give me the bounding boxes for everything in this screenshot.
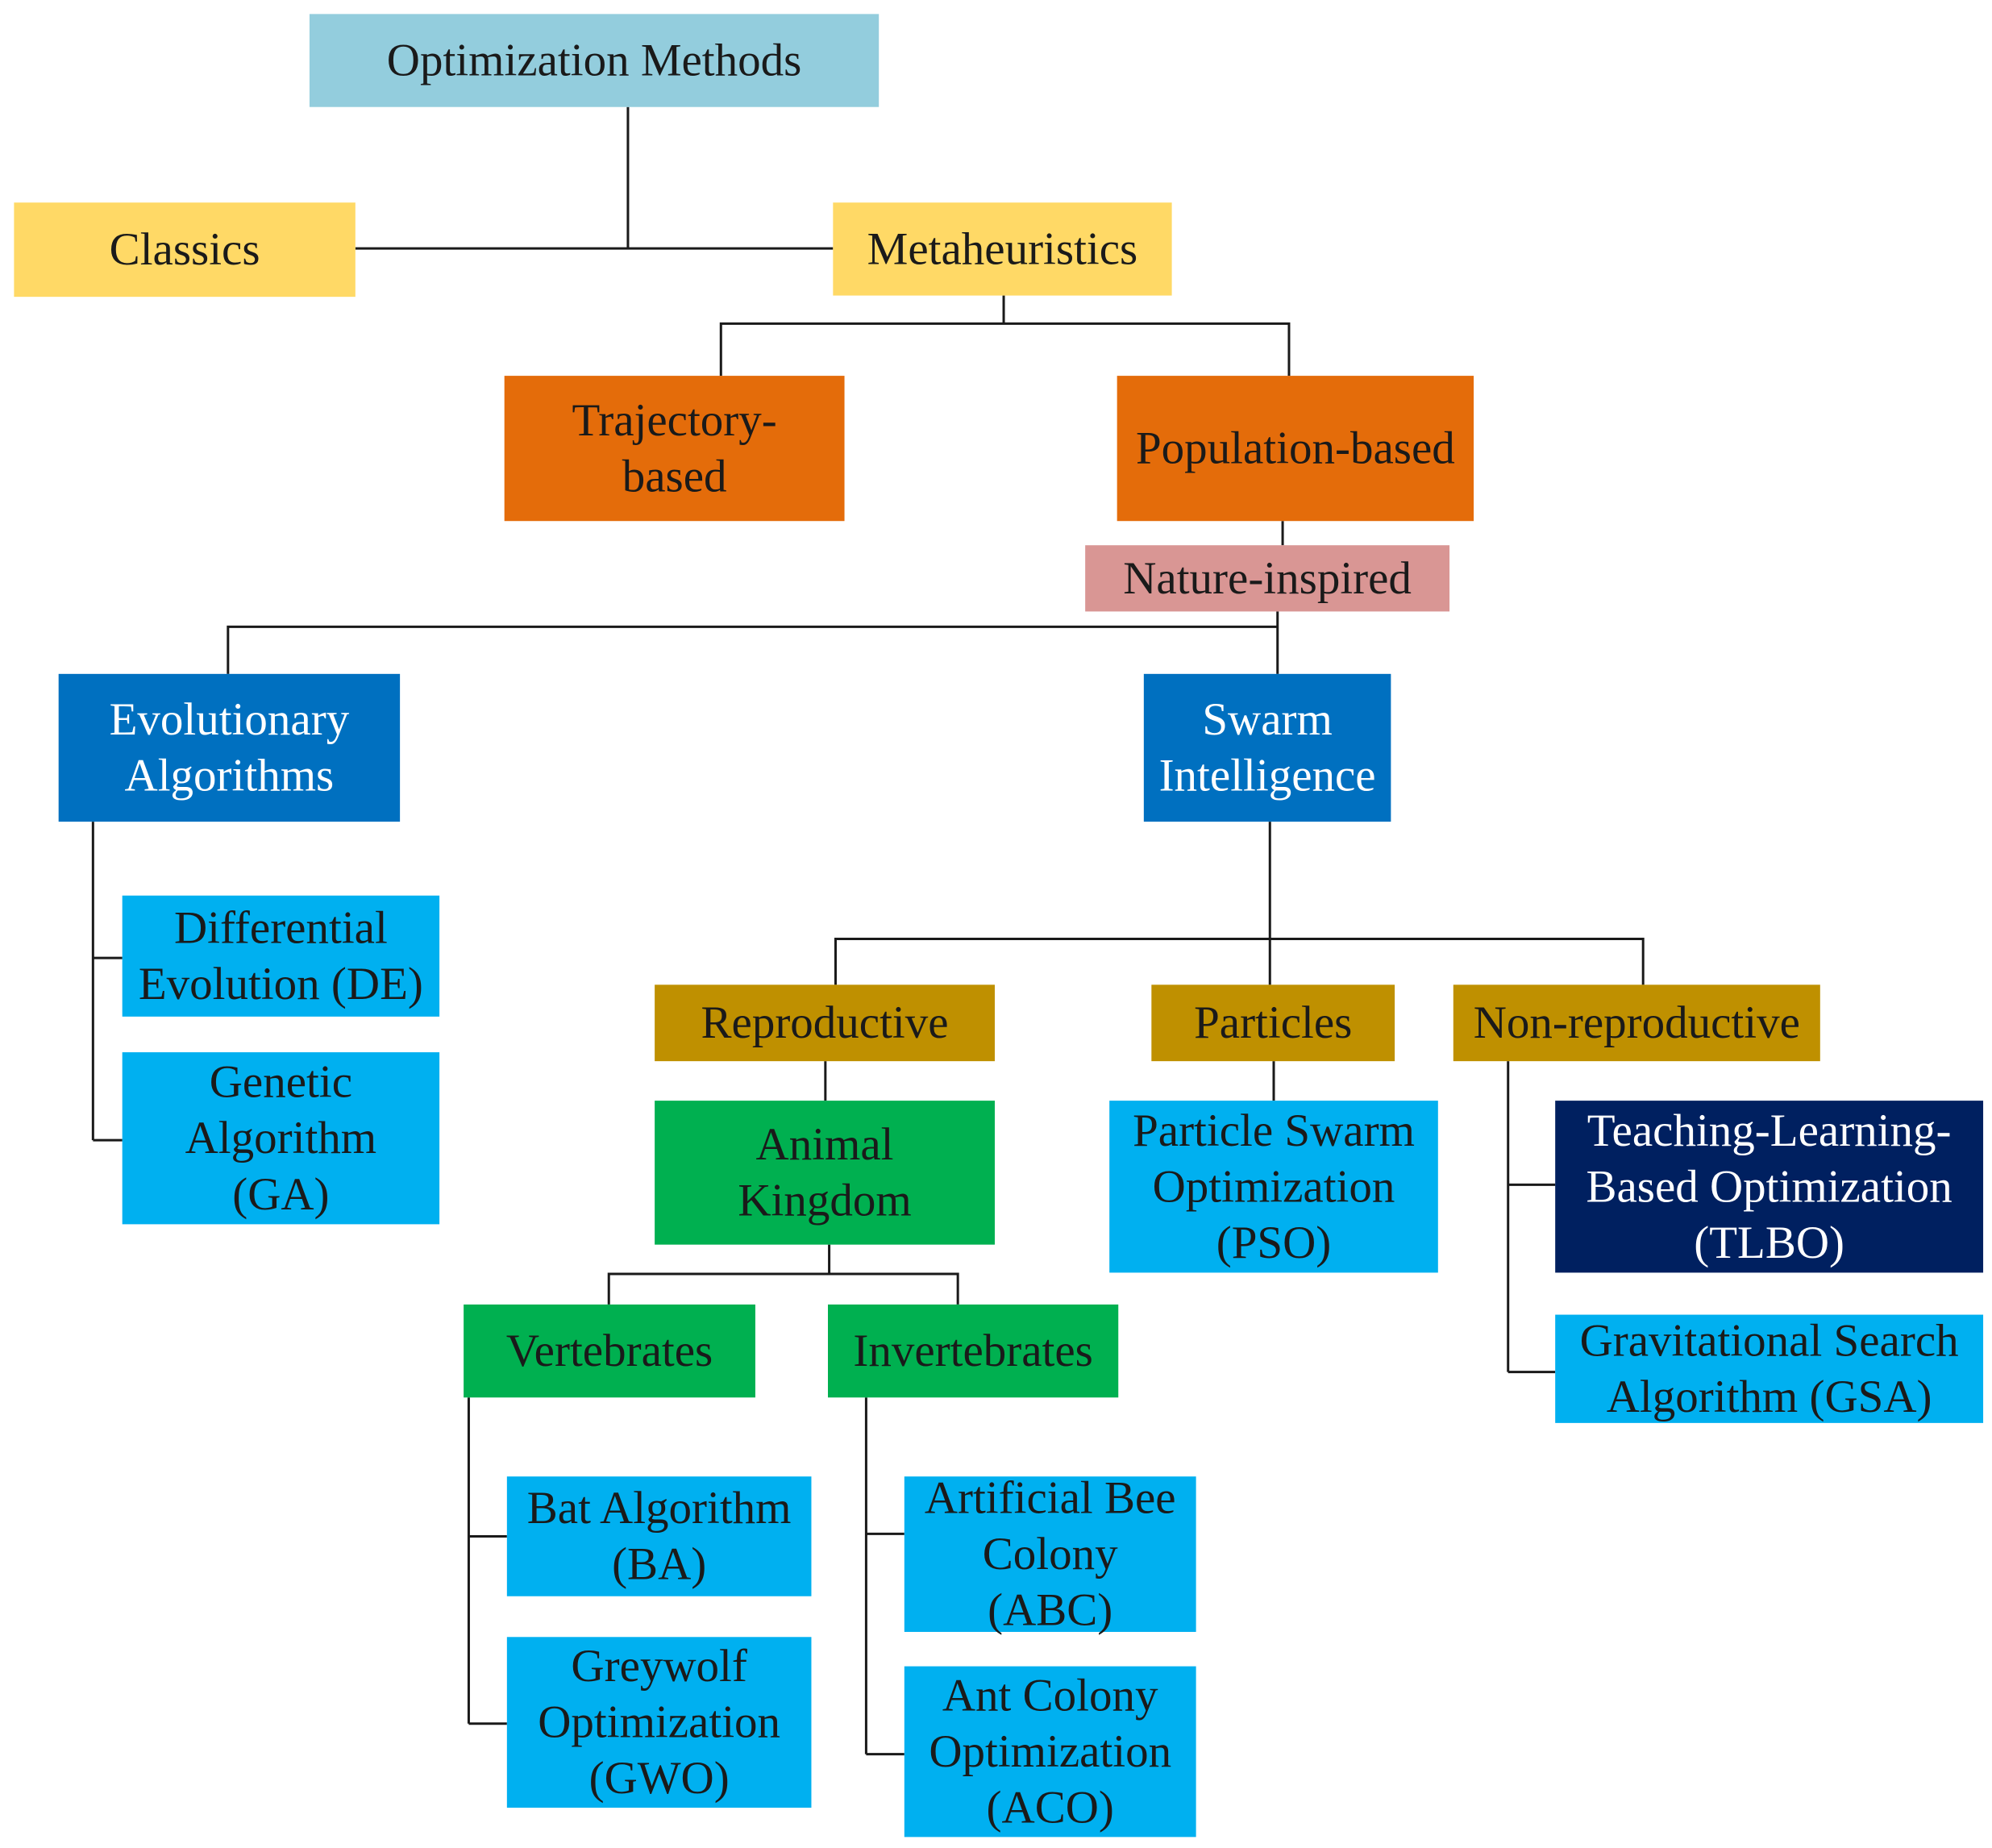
trajectory-based-box — [504, 376, 845, 522]
optimization-methods-label-line: Optimization Methods — [387, 35, 802, 86]
reproductive-node: Reproductive — [655, 984, 995, 1062]
reproductive-box — [655, 984, 995, 1062]
evolutionary-algorithms-label-line: Algorithms — [125, 751, 335, 801]
trajectory-based-node: Trajectory-based — [504, 376, 845, 522]
artificial-bee-colony-label-line: Artificial Bee — [925, 1473, 1176, 1524]
particles-box — [1151, 984, 1395, 1062]
connector-line — [227, 625, 1278, 674]
genetic-algorithm-label-line: (GA) — [232, 1169, 329, 1220]
differential-evolution-label-line: Evolution (DE) — [139, 959, 423, 1009]
particles-label-line: Particles — [1194, 997, 1352, 1048]
metaheuristics-node: Metaheuristics — [833, 202, 1172, 296]
greywolf-optimization-label-line: Optimization — [538, 1697, 780, 1748]
artificial-bee-colony-label-line: (ABC) — [988, 1585, 1112, 1636]
gravitational-search-algorithm-label-line: Algorithm (GSA) — [1607, 1371, 1932, 1422]
animal-kingdom-label-line: Kingdom — [738, 1176, 911, 1226]
bat-algorithm-label-line: Bat Algorithm — [527, 1483, 792, 1534]
trajectory-based-label-line: Trajectory- — [572, 395, 776, 446]
optimization-methods-box — [309, 14, 880, 107]
non-reproductive-box — [1453, 984, 1820, 1062]
greywolf-optimization-box — [506, 1637, 812, 1808]
particles-node: Particles — [1151, 984, 1395, 1062]
classics-label-line: Classics — [110, 224, 260, 275]
gravitational-search-algorithm-label-line: Gravitational Search — [1580, 1315, 1959, 1366]
connector-lines — [91, 106, 1645, 1756]
nature-inspired-node: Nature-inspired — [1085, 545, 1450, 612]
swarm-intelligence-label-line: Swarm — [1202, 694, 1332, 745]
nature-inspired-label-line: Nature-inspired — [1123, 553, 1412, 604]
connector-line — [607, 1272, 959, 1305]
vertebrates-node: Vertebrates — [464, 1304, 755, 1398]
classics-node: Classics — [14, 202, 356, 298]
genetic-algorithm-label-line: Algorithm — [185, 1113, 377, 1163]
artificial-bee-colony-box — [904, 1476, 1196, 1632]
population-based-node: Population-based — [1117, 376, 1474, 522]
genetic-algorithm-label-line: Genetic — [210, 1057, 352, 1108]
non-reproductive-label-line: Non-reproductive — [1474, 997, 1800, 1048]
greywolf-optimization-label-line: (GWO) — [589, 1753, 730, 1804]
metaheuristics-box — [833, 202, 1172, 296]
particle-swarm-optimization-label-line: (PSO) — [1216, 1217, 1332, 1268]
evolutionary-algorithms-label-line: Evolutionary — [110, 694, 350, 745]
animal-kingdom-label-line: Animal — [756, 1119, 894, 1170]
connector-line — [719, 322, 1291, 377]
ant-colony-optimization-label-line: (ACO) — [987, 1783, 1114, 1833]
teaching-learning-based-optimization-label-line: (TLBO) — [1694, 1217, 1844, 1268]
bat-algorithm-label-line: (BA) — [612, 1539, 706, 1590]
particle-swarm-optimization-label-line: Particle Swarm — [1133, 1105, 1415, 1156]
teaching-learning-based-optimization-box — [1555, 1101, 1984, 1273]
optimization-methods-node: Optimization Methods — [309, 14, 880, 107]
bat-algorithm-node: Bat Algorithm(BA) — [506, 1476, 812, 1596]
population-based-label-line: Population-based — [1136, 423, 1455, 474]
teaching-learning-based-optimization-label-line: Based Optimization — [1586, 1161, 1952, 1212]
population-based-box — [1117, 376, 1474, 522]
swarm-intelligence-label-line: Intelligence — [1159, 751, 1376, 801]
ant-colony-optimization-label-line: Optimization — [929, 1726, 1171, 1777]
classics-box — [14, 202, 356, 298]
animal-kingdom-box — [655, 1101, 995, 1245]
differential-evolution-box — [122, 895, 440, 1017]
bat-algorithm-box — [506, 1476, 812, 1596]
reproductive-label-line: Reproductive — [701, 997, 949, 1048]
genetic-algorithm-box — [122, 1052, 440, 1225]
metaheuristics-label-line: Metaheuristics — [867, 223, 1138, 274]
particle-swarm-optimization-label-line: Optimization — [1153, 1161, 1395, 1212]
greywolf-optimization-label-line: Greywolf — [571, 1641, 746, 1692]
gravitational-search-algorithm-box — [1555, 1314, 1984, 1423]
teaching-learning-based-optimization-label-line: Teaching-Learning- — [1587, 1105, 1952, 1156]
swarm-intelligence-box — [1143, 673, 1391, 822]
vertebrates-label-line: Vertebrates — [506, 1326, 713, 1376]
invertebrates-label-line: Invertebrates — [853, 1326, 1093, 1376]
ant-colony-optimization-label-line: Ant Colony — [942, 1670, 1158, 1721]
invertebrates-node: Invertebrates — [828, 1304, 1119, 1398]
differential-evolution-label-line: Differential — [174, 903, 388, 954]
particle-swarm-optimization-box — [1109, 1101, 1438, 1273]
connector-line — [834, 937, 1645, 985]
nature-inspired-box — [1085, 545, 1450, 612]
invertebrates-box — [828, 1304, 1119, 1398]
artificial-bee-colony-label-line: Colony — [983, 1529, 1118, 1580]
evolutionary-algorithms-box — [58, 673, 401, 822]
trajectory-based-label-line: based — [622, 451, 727, 502]
vertebrates-box — [464, 1304, 755, 1398]
ant-colony-optimization-box — [904, 1666, 1196, 1838]
teaching-learning-based-optimization-node: Teaching-Learning-Based Optimization(TLB… — [1555, 1101, 1984, 1273]
non-reproductive-node: Non-reproductive — [1453, 984, 1820, 1062]
